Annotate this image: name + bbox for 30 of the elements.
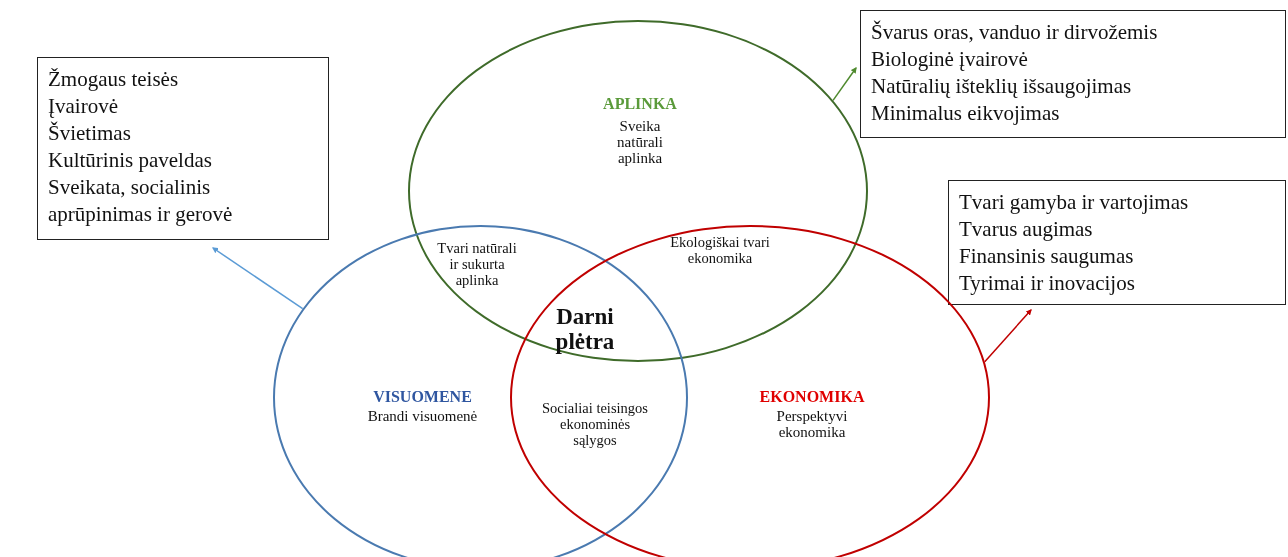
arrow [984,309,1032,363]
list-item: Tvarus augimas [959,216,1094,243]
info-box [37,57,329,240]
circle-title: EKONOMIKA [758,389,866,405]
region-label: Ekologiškai tvari ekonomika [669,234,771,266]
list-item: Tvari gamyba ir vartojimas [959,189,1190,216]
region-label: Tvari natūrali ir sukurta aplinka [436,240,518,288]
list-item: Biologinė įvairovė [871,46,1029,73]
list-item: Tyrimai ir inovacijos [959,270,1136,297]
region-label: Darni plėtra [554,304,616,354]
info-box [860,10,1286,138]
venn-circle [408,20,868,362]
list-item: Kultūrinis paveldas [48,147,213,174]
arrow [212,247,304,310]
list-item: Sveikata, socialinis aprūpinimas ir gerovė [48,174,234,228]
list-item: Švietimas [48,120,132,147]
arrow [832,67,857,102]
info-box [948,180,1286,305]
list-item: Žmogaus teisės [48,66,180,93]
region-label: Socialiai teisingos ekonominės sąlygos [541,400,649,448]
list-item: Natūralių išteklių išsaugojimas [871,73,1133,100]
list-item: Finansinis saugumas [959,243,1135,270]
circle-text: Sveika natūrali aplinka [616,118,664,166]
circle-title: VISUOMENE [372,389,473,405]
list-item: Įvairovė [48,93,119,120]
circle-text: Perspektyvi ekonomika [775,408,849,440]
circle-text: Brandi visuomenė [367,408,478,424]
circle-title: APLINKA [602,96,678,112]
list-item: Minimalus eikvojimas [871,100,1061,127]
list-item: Švarus oras, vanduo ir dirvožemis [871,19,1159,46]
